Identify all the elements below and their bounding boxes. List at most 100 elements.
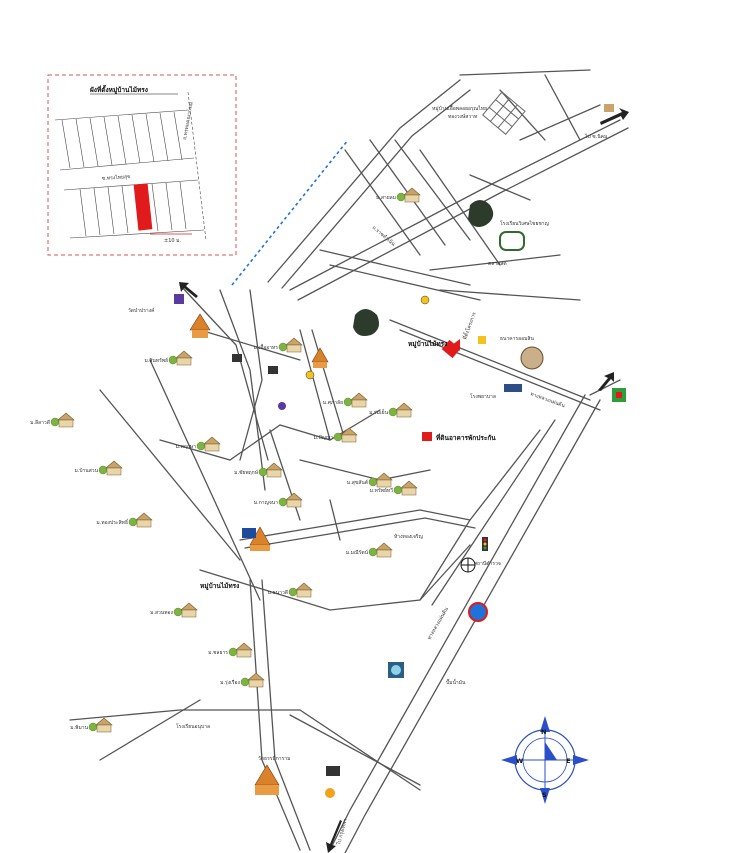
- inset-road-label: ซ.ทรงไทยสุข: [102, 173, 131, 182]
- police-badge-icon: [278, 402, 286, 410]
- landmark-blob-1: [468, 200, 494, 227]
- house-label: ม.ชลธาร: [208, 650, 228, 656]
- house-marker: [343, 392, 368, 408]
- compass-east: E: [566, 757, 570, 765]
- house-marker: [288, 582, 313, 598]
- shop-label: ห้างทองเจริญ: [394, 533, 423, 540]
- canal-line: [231, 139, 349, 286]
- info-dot-icon-2: [420, 295, 430, 305]
- house-label: ม.ศุภาลัย: [323, 400, 343, 406]
- house-marker: [278, 337, 303, 353]
- info-dot-icon: [305, 370, 315, 380]
- house-marker: [393, 480, 418, 496]
- housing-block-icon: [482, 91, 526, 135]
- house-marker: [368, 472, 393, 488]
- house-marker: [173, 602, 198, 618]
- house-marker: [50, 412, 75, 428]
- school2-label: โรงเรียนอนุบาล: [176, 723, 210, 730]
- legend: ที่ดินอาคารพักประกัน: [422, 432, 496, 442]
- arrow-ne-icon: [600, 108, 629, 125]
- landmark-blob-2: [353, 309, 379, 336]
- building-icon: [504, 384, 522, 392]
- inset-title: ผังที่ตั้งหมู่บ้านไม้ทรง: [90, 84, 148, 95]
- arrow-east-icon: [598, 372, 614, 391]
- temple-icon: [311, 347, 329, 368]
- school1-label: โรงเรียนวิเศษไชยชาญ: [500, 220, 549, 227]
- compass-icon: N S E W: [501, 716, 589, 804]
- house-marker: [278, 492, 303, 508]
- highway-label: ทางหลวงแผ่นดิน: [426, 605, 451, 641]
- house-label: ม.ชัยพฤกษ์: [234, 469, 259, 476]
- village-main-label: หมู่บ้านไม้ทรง: [200, 581, 239, 591]
- house-marker: [396, 187, 421, 203]
- house-label: ม.สายลม: [376, 195, 396, 201]
- house-label: ม.สวนทอง: [150, 610, 173, 616]
- house-label: ม.ทรัพย์ทวี: [370, 487, 393, 494]
- temple-icon: [254, 764, 280, 795]
- house-marker: [168, 350, 193, 366]
- compass-north: N: [541, 728, 546, 736]
- inset-map: ผังที่ตั้งหมู่บ้านไม้ทรง: [47, 74, 237, 256]
- flag-yellow-icon: [478, 336, 486, 344]
- temple2-label: วัดธรรมิการาม: [258, 755, 290, 762]
- house-label: ม.ร่มเย็น: [369, 408, 389, 416]
- house-marker: [388, 402, 413, 418]
- house-label: ม.กาญจนา: [254, 500, 278, 506]
- house-label: ม.ธนาวดี: [268, 589, 288, 596]
- house-label: ม.ปัญญา: [314, 435, 334, 441]
- house-label: ม.พิมาน: [70, 724, 88, 731]
- stadium-icon: [499, 231, 525, 251]
- target-label: หมู่บ้านไม้ทรง: [408, 339, 447, 349]
- bank-label: ธนาคารออมสิน: [500, 335, 534, 342]
- market-label: ตลาดสด: [488, 261, 507, 267]
- house-label: ม.รุ่งเรือง: [220, 679, 240, 686]
- compass-south: S: [542, 791, 547, 799]
- sign-7-icon-2: [268, 366, 278, 374]
- house-marker: [98, 460, 123, 476]
- bank-icon: [326, 766, 340, 776]
- shell-icon: [325, 788, 335, 798]
- temple1-label: วัดป่าปรางค์: [128, 307, 155, 314]
- top-village-label: หมู่บ้านเอื้อพลอยอรุณไทย: [432, 103, 487, 112]
- police-label: สถานีตำรวจ: [474, 560, 501, 567]
- school-building-icon: [242, 528, 256, 538]
- hospital-label: โรงพยาบาล: [470, 393, 496, 400]
- house-marker: [228, 642, 253, 658]
- house-marker: [333, 427, 358, 443]
- house-label: ม.มณีรัตน์: [346, 549, 369, 556]
- house-marker: [368, 542, 393, 558]
- house-small-icon: [604, 104, 614, 112]
- inset-scale: ±10 ม.: [164, 238, 181, 244]
- government-icon: [174, 294, 184, 304]
- house-label: ม.บ้านสวน: [74, 467, 98, 474]
- house-marker: [128, 512, 153, 528]
- house-label: ม.ลีลาวดี: [30, 419, 50, 426]
- houses-layer: ม.ลีลาวดี ม.สินทรัพย์ ม.เอื้ออาทรม.บ้านสวน…: [30, 187, 421, 733]
- compass-west: W: [516, 757, 523, 765]
- inset-target-plot: [133, 183, 153, 231]
- arrow-south-icon: [326, 820, 342, 853]
- temple-icon: [189, 313, 211, 338]
- house-marker: [258, 462, 283, 478]
- to-town-label: ไป ซ.นิคม: [584, 133, 607, 140]
- target-plot: [441, 339, 461, 359]
- house-marker: [88, 717, 113, 733]
- sign-7-icon: [232, 354, 242, 362]
- house-marker: [196, 436, 221, 452]
- house-marker: [240, 672, 265, 688]
- house-label: ม.เอื้ออาทร: [254, 342, 279, 351]
- fuel-station-icon: [468, 602, 488, 622]
- legend-swatch: [422, 432, 432, 441]
- house-label: ม.ทองประสิทธิ์: [96, 518, 129, 526]
- top-village-label-2: ทองวงษ์สวาท: [448, 113, 477, 120]
- fuel-label: ปั๊มน้ำมัน: [446, 677, 466, 686]
- seal-icon: [520, 346, 544, 370]
- legend-label: ที่ดินอาคารพักประกัน: [436, 432, 496, 442]
- house-label: ม.พฤกษา: [176, 444, 197, 450]
- house-label: ม.สินทรัพย์: [144, 357, 168, 364]
- arrow-nw-icon: [179, 282, 198, 298]
- target-desc: ที่ตั้งโครงการ: [459, 310, 477, 340]
- house-label: ม.สุขสันต์: [347, 479, 368, 486]
- road-label-b: ทางหลวงแผ่นดิน: [529, 390, 566, 409]
